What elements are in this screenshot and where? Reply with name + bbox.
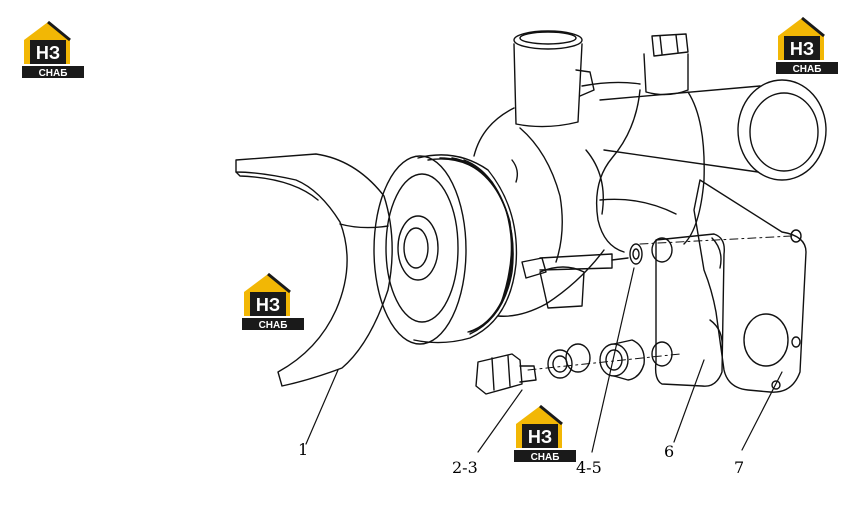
svg-text:НЗ: НЗ [790,39,814,59]
svg-text:НЗ: НЗ [528,427,552,447]
watermark-logo: НЗ СНАБ [514,404,576,464]
svg-text:СНАБ: СНАБ [259,320,288,331]
callout-6: 6 [664,442,675,461]
center-lines [527,235,793,371]
pump-housing [473,30,827,317]
svg-text:НЗ: НЗ [256,295,280,315]
fan-shroud-part-1 [235,153,393,387]
long-bolt [521,253,629,279]
svg-text:СНАБ: СНАБ [531,452,560,463]
bracket-part-6 [651,233,725,387]
washer-part-4-5 [629,243,643,265]
leader-lines [305,267,783,453]
callout-2-3: 2-3 [452,458,478,477]
svg-text:СНАБ: СНАБ [793,64,822,75]
gasket-part-7 [693,179,807,393]
watermark-logo: НЗ СНАБ [776,16,838,76]
svg-text:НЗ: НЗ [36,43,60,63]
pulley [373,154,518,345]
callout-1: 1 [298,440,309,459]
callout-7: 7 [734,458,745,477]
watermark-logo: НЗ СНАБ [22,20,84,80]
callout-4-5: 4-5 [576,458,602,477]
watermark-logo: НЗ СНАБ [242,272,304,332]
svg-text:СНАБ: СНАБ [39,68,68,79]
